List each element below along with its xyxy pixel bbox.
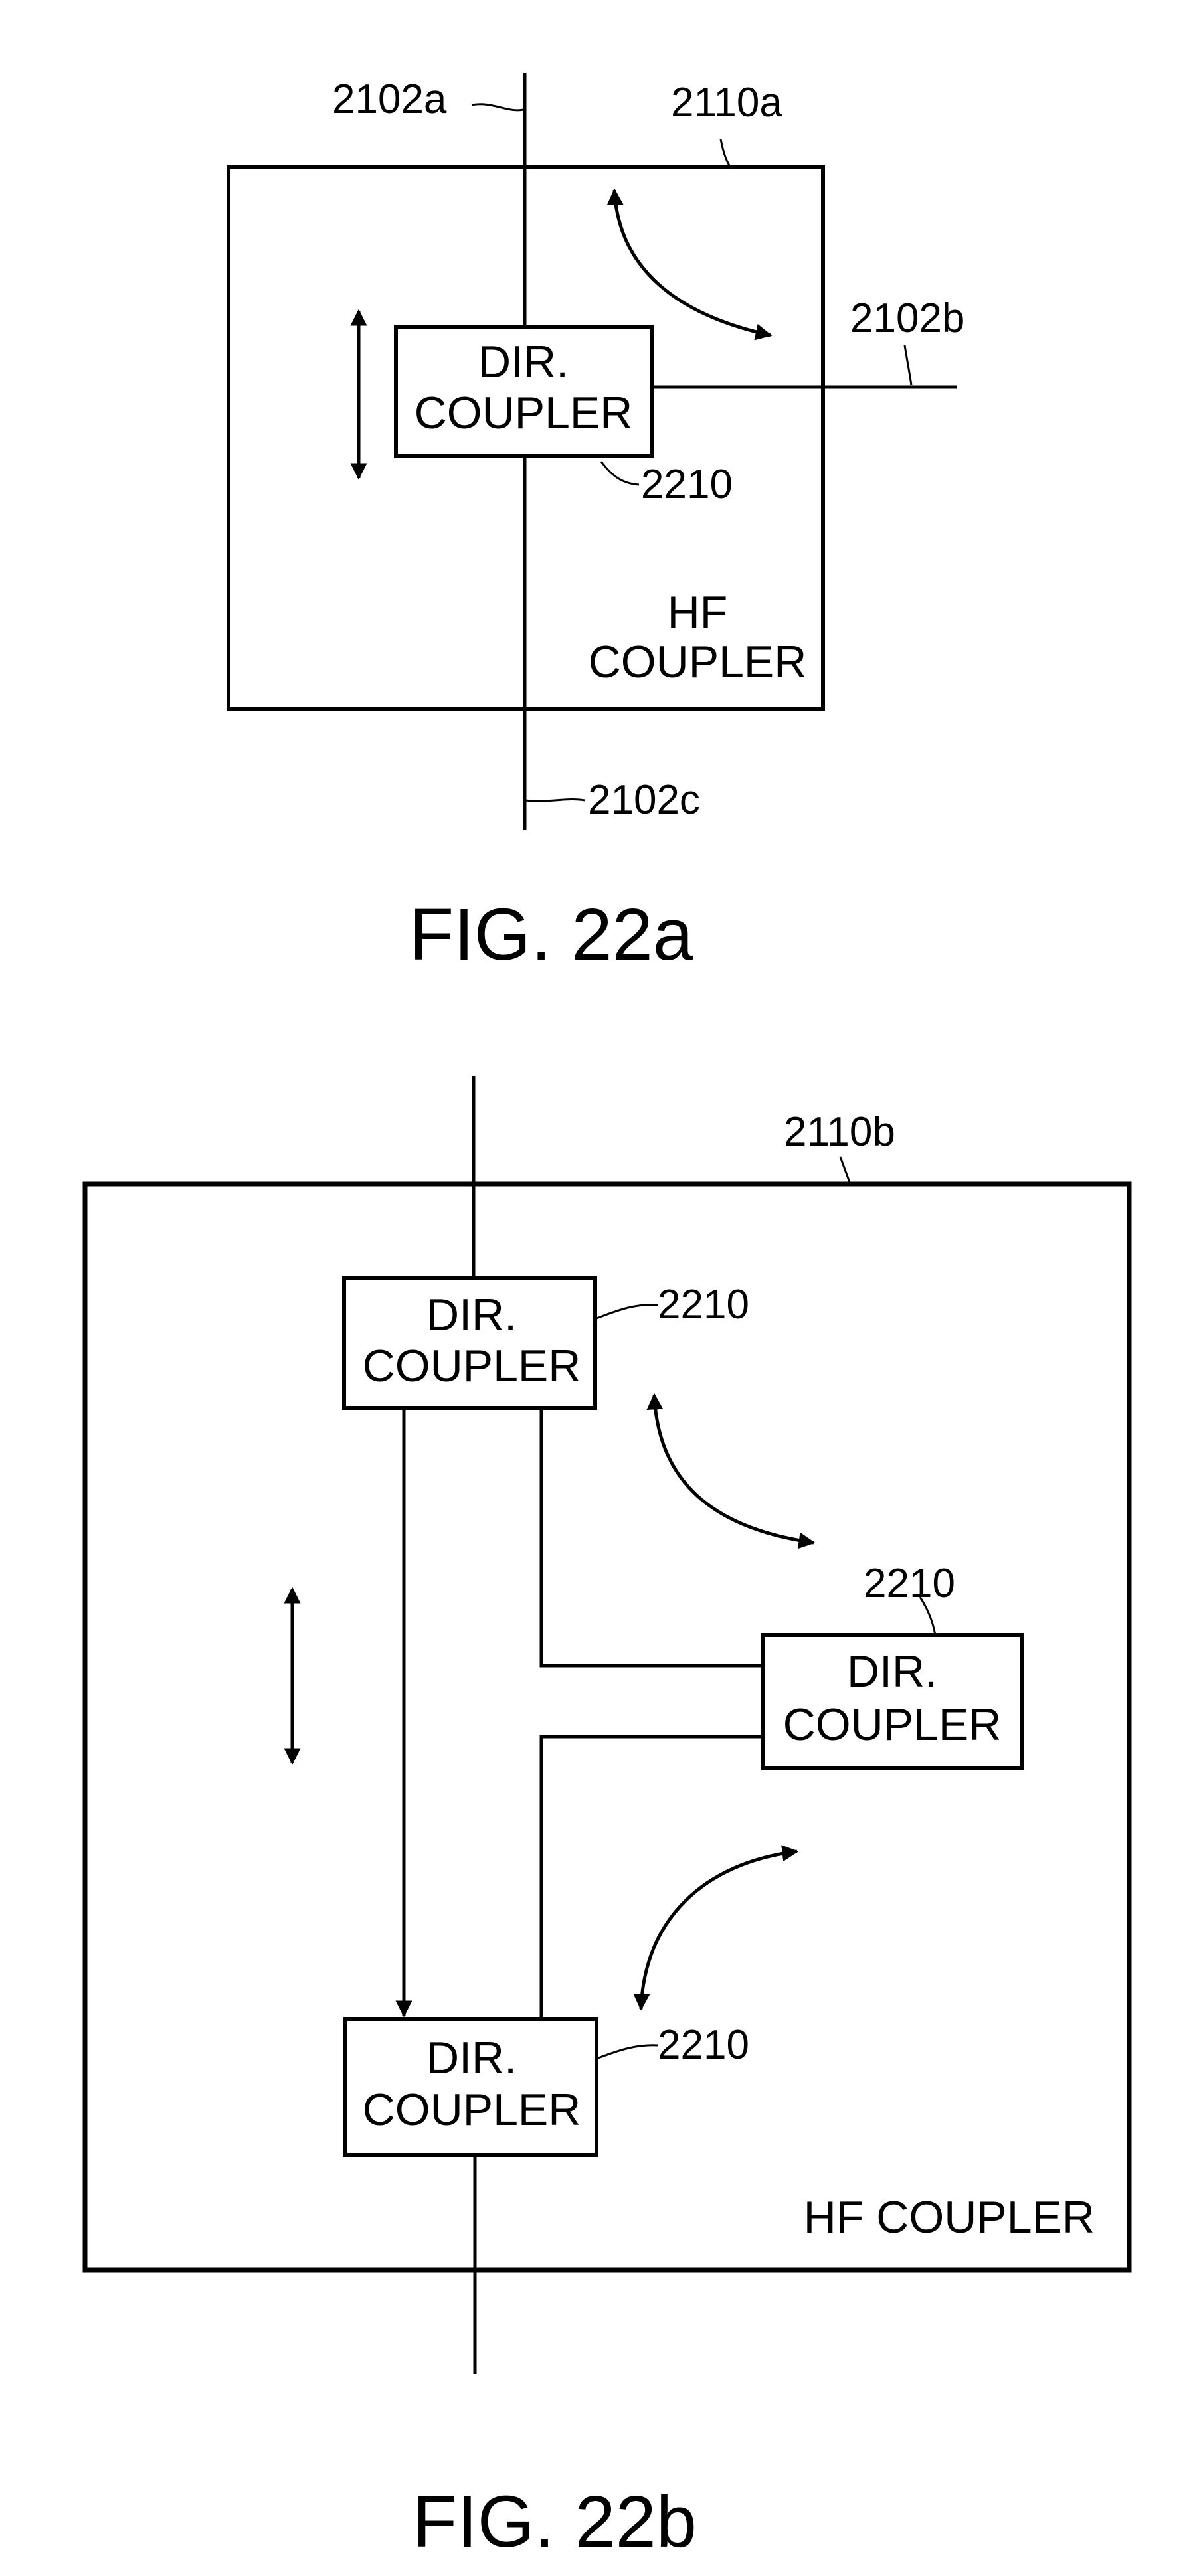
caption-fig-22b: FIG. 22b — [412, 2481, 697, 2563]
line-right-to-bottom-b — [541, 1737, 763, 2019]
curved-double-arrow-b-lower — [641, 1851, 797, 2009]
dir-coupler-b-right-line2: COUPLER — [783, 1699, 1002, 1750]
hf-coupler-b-label: HF COUPLER — [804, 2192, 1095, 2243]
leader-2102b — [905, 345, 911, 385]
leader-2210-b-top — [596, 1305, 658, 1318]
leader-2210-b-bottom — [596, 2045, 658, 2059]
ref-2102c: 2102c — [588, 777, 700, 823]
dir-coupler-a-line2: COUPLER — [414, 388, 633, 438]
fig-22a: DIR. COUPLER 2102a 2110a 2102b 2210 2102… — [229, 73, 964, 976]
dir-coupler-b-top-line1: DIR. — [426, 1290, 517, 1340]
hf-coupler-a-label-line2: COUPLER — [589, 637, 807, 687]
curved-double-arrow-b-upper — [654, 1395, 814, 1543]
ref-2102a: 2102a — [332, 76, 447, 122]
leader-2102a — [472, 104, 523, 110]
caption-fig-22a: FIG. 22a — [409, 894, 694, 976]
leader-2102c — [526, 800, 585, 802]
dir-coupler-b-right-line1: DIR. — [847, 1646, 937, 1697]
dir-coupler-a-line1: DIR. — [478, 337, 569, 387]
ref-2102b: 2102b — [850, 296, 964, 341]
line-top-to-right-b — [541, 1408, 763, 1666]
curved-double-arrow-a — [614, 190, 771, 335]
ref-2210-b-right: 2210 — [864, 1561, 955, 1606]
ref-2210-b-top: 2210 — [658, 1282, 749, 1328]
dir-coupler-b-top-line2: COUPLER — [363, 1341, 581, 1391]
ref-2210-a: 2210 — [641, 462, 733, 507]
leader-2210-a — [601, 462, 639, 485]
leader-2110b — [840, 1157, 850, 1184]
hf-coupler-a-label-line1: HF — [668, 587, 728, 638]
leader-2110a — [721, 139, 731, 167]
dir-coupler-b-bottom-line2: COUPLER — [363, 2085, 581, 2135]
ref-2210-b-bottom: 2210 — [658, 2022, 749, 2068]
ref-2110b: 2110b — [784, 1109, 895, 1155]
dir-coupler-b-bottom-line1: DIR. — [426, 2033, 517, 2083]
ref-2110a: 2110a — [671, 80, 782, 126]
fig-22b: DIR. COUPLER DIR. COUPLER DIR. COUPLER 2… — [85, 1076, 1129, 2563]
